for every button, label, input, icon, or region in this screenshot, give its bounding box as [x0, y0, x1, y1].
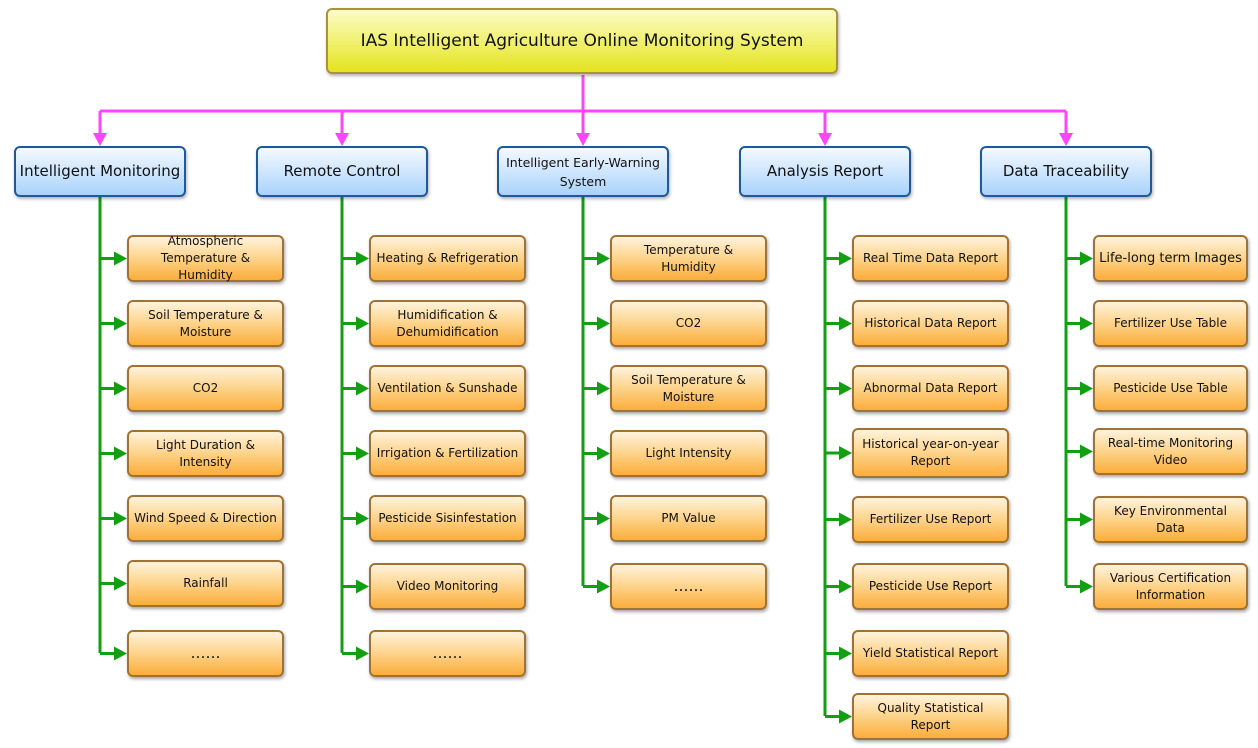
arrow-right-icon [839, 579, 852, 594]
category-node: Data Traceability [980, 146, 1152, 197]
arrow-right-icon [597, 446, 610, 461]
leaf-node: …… [610, 563, 767, 610]
category-node: Analysis Report [739, 146, 911, 197]
arrow-right-icon [1080, 444, 1093, 459]
arrow-right-icon [1080, 251, 1093, 266]
leaf-node: Soil Temperature & Moisture [127, 300, 284, 347]
leaf-node: CO2 [610, 300, 767, 347]
leaf-node: Real Time Data Report [852, 235, 1009, 282]
arrow-right-icon [597, 251, 610, 266]
leaf-node: Atmospheric Temperature & Humidity [127, 234, 284, 282]
arrow-right-icon [597, 511, 610, 526]
category-node: Remote Control [256, 146, 428, 197]
arrow-right-icon [839, 709, 852, 724]
leaf-node: Historical Data Report [852, 300, 1009, 347]
leaf-node: Ventilation & Sunshade [369, 365, 526, 412]
arrow-right-icon [839, 646, 852, 661]
arrow-down-icon [93, 133, 107, 146]
arrow-right-icon [356, 511, 369, 526]
leaf-node: Real-time Monitoring Video [1093, 428, 1248, 475]
arrow-right-icon [114, 251, 127, 266]
arrow-right-icon [1080, 512, 1093, 527]
leaf-node: Soil Temperature & Moisture [610, 365, 767, 412]
leaf-node: Light Intensity [610, 430, 767, 477]
leaf-node: Rainfall [127, 560, 284, 607]
leaf-node: Yield Statistical Report [852, 630, 1009, 677]
arrow-right-icon [839, 512, 852, 527]
leaf-node: Video Monitoring [369, 563, 526, 610]
arrow-right-icon [356, 579, 369, 594]
leaf-node: CO2 [127, 365, 284, 412]
arrow-right-icon [114, 316, 127, 331]
arrow-right-icon [597, 316, 610, 331]
arrow-right-icon [597, 579, 610, 594]
leaf-node: Quality Statistical Report [852, 693, 1009, 740]
arrow-right-icon [356, 381, 369, 396]
leaf-node: Light Duration & Intensity [127, 430, 284, 477]
arrow-down-icon [335, 133, 349, 146]
leaf-node: Various Certification Information [1093, 563, 1248, 610]
leaf-node: Heating & Refrigeration [369, 235, 526, 282]
arrow-right-icon [839, 446, 852, 460]
leaf-node: Fertilizer Use Table [1093, 300, 1248, 347]
arrow-right-icon [356, 316, 369, 331]
leaf-node: …… [127, 630, 284, 677]
arrow-right-icon [1080, 579, 1093, 594]
arrow-down-icon [1059, 133, 1073, 146]
arrow-right-icon [1080, 381, 1093, 396]
arrow-right-icon [114, 646, 127, 661]
arrow-right-icon [839, 381, 852, 396]
arrow-right-icon [114, 446, 127, 461]
leaf-node: Temperature & Humidity [610, 235, 767, 282]
leaf-node: Fertilizer Use Report [852, 496, 1009, 543]
leaf-node: Key Environmental Data [1093, 496, 1248, 543]
leaf-node: Pesticide Use Report [852, 563, 1009, 610]
leaf-node: Pesticide Sisinfestation [369, 495, 526, 542]
arrow-right-icon [356, 251, 369, 266]
leaf-node: Pesticide Use Table [1093, 365, 1248, 412]
leaf-node: PM Value [610, 495, 767, 542]
leaf-node: …… [369, 630, 526, 677]
arrow-right-icon [839, 251, 852, 266]
arrow-down-icon [818, 133, 832, 146]
leaf-node: Historical year-on-year Report [852, 428, 1009, 478]
root-node: IAS Intelligent Agriculture Online Monit… [326, 8, 838, 74]
leaf-node: Abnormal Data Report [852, 365, 1009, 412]
category-node: Intelligent Monitoring [14, 146, 186, 197]
category-node: Intelligent Early-Warning System [497, 146, 669, 197]
arrow-right-icon [114, 576, 127, 591]
arrow-right-icon [1080, 316, 1093, 331]
arrow-right-icon [114, 511, 127, 526]
arrow-right-icon [114, 381, 127, 396]
leaf-node: Humidification & Dehumidification [369, 300, 526, 347]
leaf-node: Irrigation & Fertilization [369, 430, 526, 477]
leaf-node: Life-long term Images [1093, 235, 1248, 282]
arrow-right-icon [356, 646, 369, 661]
arrow-right-icon [597, 381, 610, 396]
arrow-right-icon [839, 316, 852, 331]
arrow-down-icon [576, 133, 590, 146]
arrow-right-icon [356, 446, 369, 461]
leaf-node: Wind Speed & Direction [127, 495, 284, 542]
